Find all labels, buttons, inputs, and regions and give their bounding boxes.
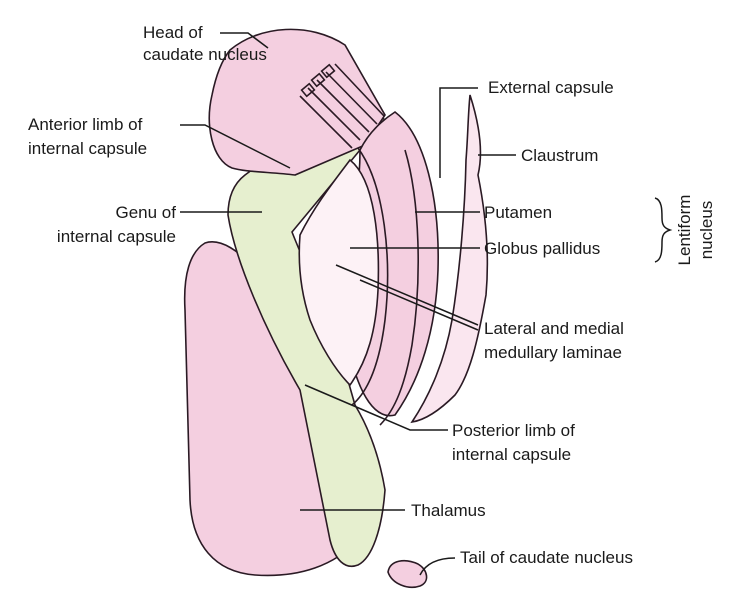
label-line: caudate nucleus	[143, 45, 267, 64]
label-line: Genu of	[116, 203, 177, 222]
label-line: internal capsule	[57, 227, 176, 246]
label-line: Posterior limb of	[452, 421, 575, 440]
striations	[299, 63, 385, 149]
tail-caudate-shape	[387, 559, 428, 588]
label-posterior-limb: Posterior limb of internal capsule	[452, 421, 575, 464]
label-tail-caudate: Tail of caudate nucleus	[460, 548, 633, 567]
label-line: nucleus	[697, 201, 716, 260]
label-line: Globus pallidus	[484, 239, 600, 258]
label-thalamus: Thalamus	[411, 501, 486, 520]
label-laminae: Lateral and medial medullary laminae	[484, 319, 624, 362]
label-line: External capsule	[488, 78, 614, 97]
external-capsule-line	[379, 149, 419, 426]
label-line: Claustrum	[521, 146, 598, 165]
label-line: medullary laminae	[484, 343, 622, 362]
label-line: Head of	[143, 23, 203, 42]
lamina-curve	[351, 147, 389, 406]
label-globus-pallidus: Globus pallidus	[484, 239, 600, 258]
globus-pallidus-shape	[298, 158, 380, 387]
head-caudate-shape	[208, 28, 386, 176]
label-line: Tail of caudate nucleus	[460, 548, 633, 567]
label-claustrum: Claustrum	[521, 146, 598, 165]
label-line: Lentiform	[675, 195, 694, 266]
label-line: Anterior limb of	[28, 115, 143, 134]
claustrum-shape	[410, 94, 489, 424]
label-genu: Genu of internal capsule	[57, 203, 176, 246]
label-external-capsule: External capsule	[488, 78, 614, 97]
label-line: internal capsule	[28, 139, 147, 158]
label-putamen: Putamen	[484, 203, 552, 222]
label-line: Putamen	[484, 203, 552, 222]
label-line: internal capsule	[452, 445, 571, 464]
label-line: Thalamus	[411, 501, 486, 520]
label-anterior-limb: Anterior limb of internal capsule	[28, 115, 147, 158]
label-head-caudate: Head of caudate nucleus	[143, 23, 267, 64]
leader-lines	[180, 32, 673, 576]
label-line: Lateral and medial	[484, 319, 624, 338]
